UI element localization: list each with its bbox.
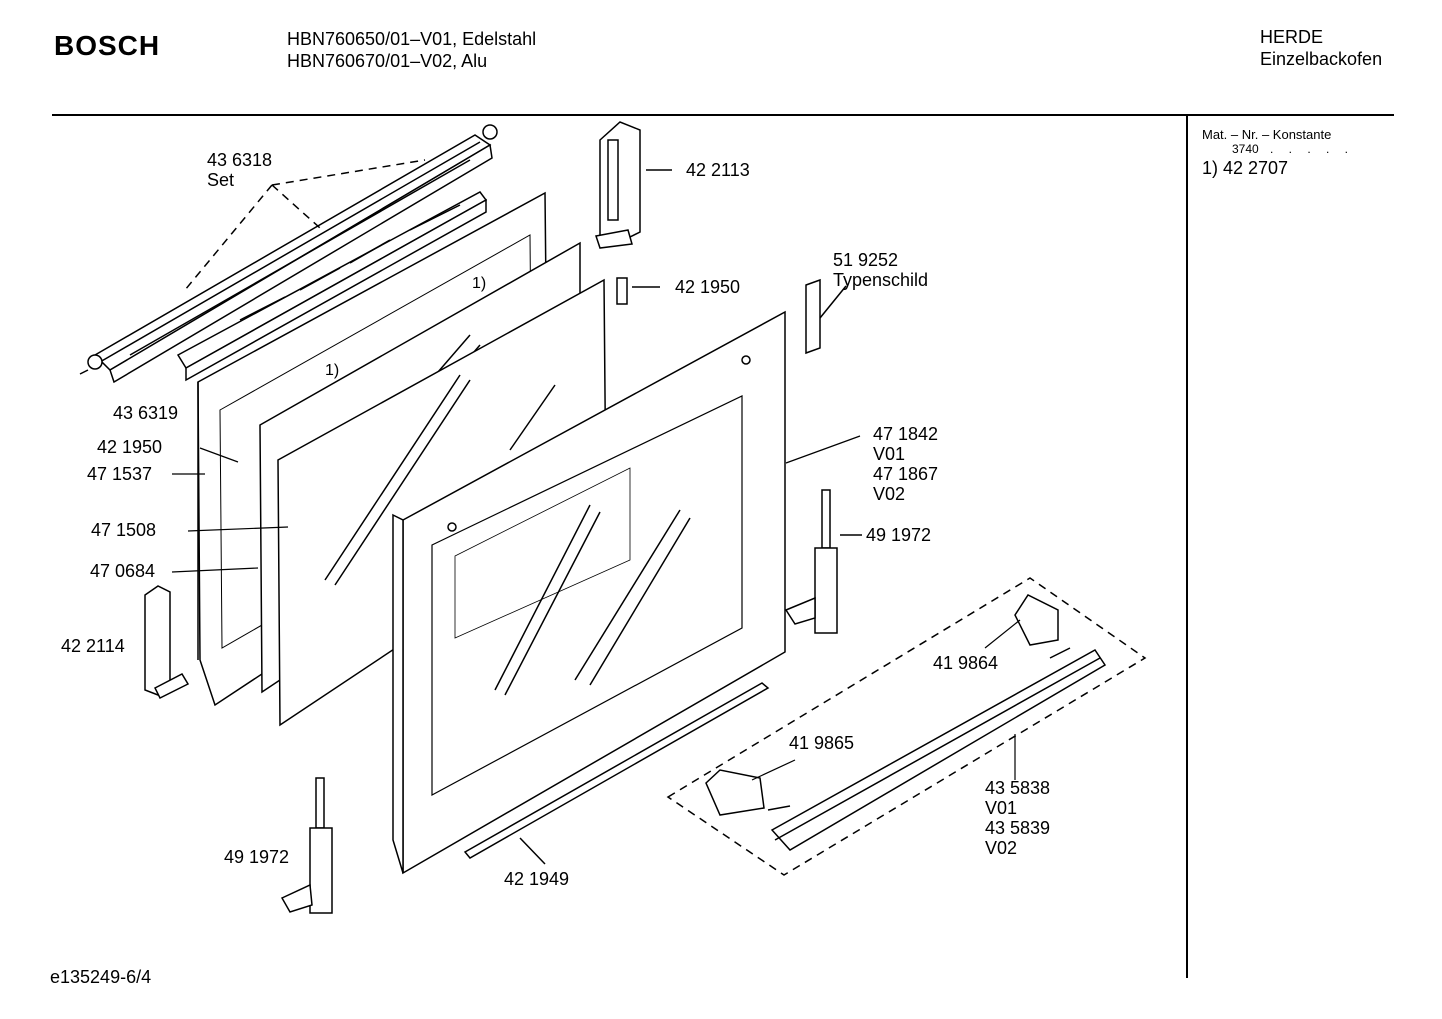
footnote-marker-1: 1) [472,275,487,292]
model-line-1: HBN760650/01–V01, Edelstahl [287,29,537,49]
part-label-470684: 47 0684 [90,561,156,581]
part-label-421949: 42 1949 [504,869,570,889]
sidebar-constant: 3740 [1232,142,1259,156]
part-label-421950-top: 42 1950 [675,277,741,297]
category-line-1: HERDE [1260,27,1324,47]
bracket-bottom-part [144,585,190,700]
part-label-419865: 41 9865 [789,733,855,753]
gasket-strip-part [463,682,770,865]
sidebar-dots: . . . . . [1270,142,1355,156]
end-cap-left-part [705,769,765,816]
handle-assembly-box [666,577,1147,876]
category: HERDE Einzelbackofen [1260,26,1382,70]
type-plate-part [805,278,847,355]
model-line-2: HBN760670/01–V02, Alu [287,51,488,71]
hinge-part-right [784,489,862,634]
end-cap-right-part [1014,594,1059,646]
part-label-419864: 41 9864 [933,653,999,673]
hinge-rail-part [79,124,498,384]
part-label-491972-bottom: 49 1972 [224,847,290,867]
category-line-2: Einzelbackofen [1260,49,1383,69]
header-divider [52,114,1394,116]
leader-lines [171,435,1021,781]
part-label-422113: 42 2113 [686,160,750,180]
sidebar-divider [1186,116,1188,978]
sidebar-title: Mat. – Nr. – Konstante [1202,127,1332,142]
model-list: HBN760650/01–V01, Edelstahl HBN760670/01… [287,28,536,72]
brand-logo: BOSCH [54,30,161,61]
part-label-436319: 43 6319 [113,403,179,423]
clip-part-top [616,277,660,305]
bracket-top-part [595,121,672,249]
set-leader-lines [184,159,426,291]
outer-door-panel [392,310,786,875]
part-label-422114: 42 2114 [61,636,125,656]
hinge-cover-rail [176,191,488,382]
part-label-471508: 47 1508 [91,520,157,540]
part-label-491972-right: 49 1972 [866,525,932,545]
handle-bar-part [767,647,1107,851]
part-label-471537: 47 1537 [87,464,153,484]
sidebar-item-1: 1) 42 2707 [1202,158,1289,178]
footnote-marker-2: 1) [325,362,340,379]
drawing-code: e135249-6/4 [50,967,152,987]
part-label-421950-left: 42 1950 [97,437,163,457]
hinge-part-bottom [280,777,333,914]
